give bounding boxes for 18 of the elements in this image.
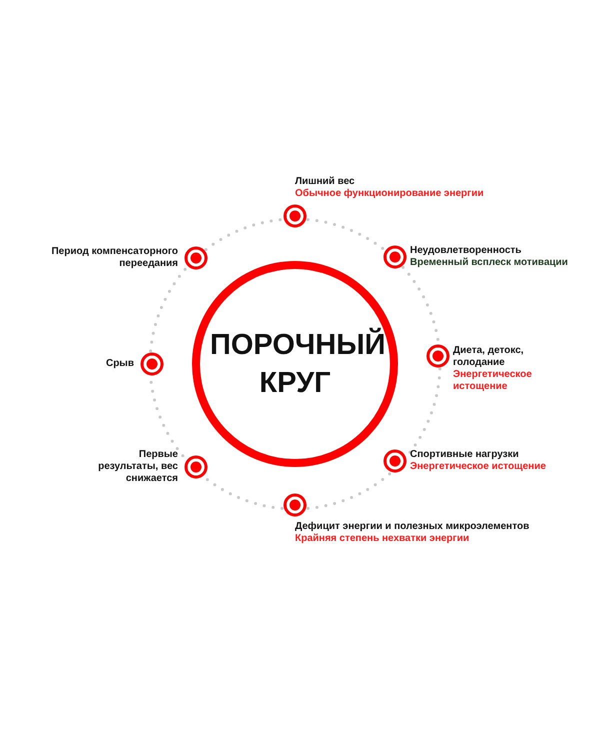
dotted-arc: [306, 472, 392, 510]
step-label: Дефицит энергии и полезных микроэлементов: [295, 521, 530, 533]
step-note: Энергетическое истощение: [410, 461, 547, 473]
step-label: Спортивные нагрузки: [410, 449, 520, 461]
dotted-arc: [306, 218, 386, 252]
step-label: Диета, детокс, голодание: [453, 345, 525, 369]
step-note: Обычное функционирование энергии: [295, 188, 485, 200]
step-note: Крайняя степень нехватки энергии: [295, 533, 470, 545]
dotted-arc: [204, 218, 284, 252]
step-label: Первые результаты, вес снижается: [97, 449, 178, 485]
dotted-arc: [149, 266, 188, 353]
step-note: Энергетическое истощение: [453, 369, 533, 393]
step-label: Срыв: [106, 358, 134, 370]
dotted-arc: [406, 367, 442, 457]
step-note: Временный всплеск мотивации: [410, 257, 569, 269]
step-label: Период компенсаторного переедания: [50, 246, 178, 270]
step-label: Неудовлетворенность: [410, 245, 522, 257]
step-label: Лишний вес: [295, 176, 356, 188]
